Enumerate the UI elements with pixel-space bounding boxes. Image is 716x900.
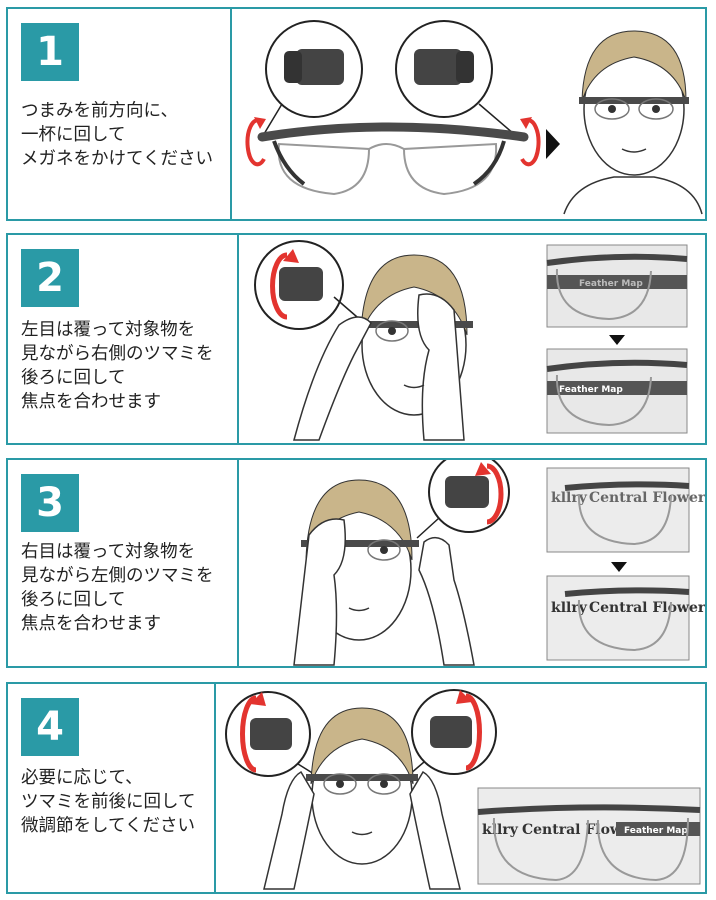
- step-1-panel: 1 つまみを前方向に、 一杯に回して メガネをかけてください: [6, 7, 707, 221]
- clear-view-image: kllry Central Flower Feather Map: [477, 787, 701, 885]
- knob-icon: [430, 716, 472, 748]
- step-4-illustration: kllry Central Flower Feather Map: [225, 689, 701, 890]
- instruction-line: メガネをかけてください: [21, 149, 213, 169]
- instruction-line: 見ながら左側のツマミを: [21, 566, 214, 586]
- newspaper-headline: Central Flower: [589, 600, 705, 616]
- instruction-line: 一杯に回して: [21, 125, 126, 145]
- step-number: 4: [21, 698, 79, 756]
- person-covering-eye-icon: [293, 479, 475, 666]
- step-number: 3: [21, 474, 79, 532]
- knob-icon: [296, 49, 344, 85]
- instruction-line: 微調節をしてください: [21, 816, 195, 836]
- next-arrow-icon: [546, 129, 560, 159]
- rotate-arrow-icon: [245, 118, 266, 167]
- person-covering-eye-icon: [293, 254, 473, 441]
- clear-view-image: kllry Central Flower: [546, 575, 705, 661]
- newspaper-headline: Central Flower: [522, 822, 639, 838]
- instruction-line: 焦点を合わせます: [21, 392, 161, 412]
- step-number: 1: [21, 23, 79, 81]
- knob-icon: [445, 476, 489, 508]
- step-instructions: つまみを前方向に、 一杯に回して メガネをかけてください: [21, 99, 213, 171]
- step-instructions: 右目は覆って対象物を 見ながら左側のツマミを 後ろに回して 焦点を合わせます: [21, 540, 214, 636]
- step-2-panel: 2 左目は覆って対象物を 見ながら右側のツマミを 後ろに回して 焦点を合わせます…: [6, 233, 707, 445]
- step-3-panel: 3 右目は覆って対象物を 見ながら左側のツマミを 後ろに回して 焦点を合わせます…: [6, 458, 707, 668]
- instruction-line: 見ながら右側のツマミを: [21, 344, 214, 364]
- panel-divider: [214, 684, 216, 892]
- step-1-illustration: [245, 20, 703, 215]
- down-arrow-icon: [609, 335, 625, 345]
- panel-divider: [230, 9, 232, 219]
- person-face-icon: [563, 30, 703, 215]
- step-3-illustration: kllry Central Flower kllry Central Flowe…: [293, 460, 705, 666]
- rotate-arrow-icon: [520, 118, 541, 167]
- instruction-line: 右目は覆って対象物を: [21, 542, 196, 562]
- instruction-line: 左目は覆って対象物を: [21, 320, 196, 340]
- rotate-arrow-icon: [270, 252, 288, 320]
- newspaper-prefix: kllry: [551, 490, 588, 506]
- newspaper-prefix: kllry: [482, 822, 519, 838]
- blurry-view-image: kllry Central Flower: [546, 467, 705, 553]
- newspaper-tag: Feather Map: [624, 826, 688, 836]
- step-instructions: 左目は覆って対象物を 見ながら右側のツマミを 後ろに回して 焦点を合わせます: [21, 318, 214, 414]
- blurry-view-image: Feather Map: [546, 244, 688, 328]
- instruction-line: 後ろに回して: [21, 368, 126, 388]
- knob-icon: [279, 267, 323, 301]
- person-adjusting-glasses-icon: [263, 707, 461, 890]
- instruction-line: ツマミを前後に回して: [21, 792, 196, 812]
- step-2-illustration: Feather Map Feather Map: [254, 240, 688, 441]
- knob-icon: [250, 718, 292, 750]
- panel-divider: [237, 235, 239, 443]
- clear-view-image: Feather Map: [546, 348, 688, 434]
- instruction-line: 後ろに回して: [21, 590, 126, 610]
- panel-divider: [237, 460, 239, 666]
- glasses-icon: [257, 122, 529, 196]
- rotate-arrow-icon: [240, 695, 257, 773]
- rotate-arrow-icon: [465, 693, 482, 771]
- newspaper-tag: Feather Map: [579, 279, 643, 289]
- instruction-line: 焦点を合わせます: [21, 614, 161, 634]
- step-instructions: 必要に応じて、 ツマミを前後に回して 微調節をしてください: [21, 766, 195, 838]
- instruction-line: 必要に応じて、: [21, 768, 143, 788]
- newspaper-tag: Feather Map: [559, 385, 623, 395]
- newspaper-headline: Central Flower: [589, 490, 705, 506]
- rotate-arrow-icon: [486, 463, 504, 525]
- down-arrow-icon: [611, 562, 627, 572]
- instruction-line: つまみを前方向に、: [21, 101, 178, 121]
- step-4-panel: 4 必要に応じて、 ツマミを前後に回して 微調節をしてください: [6, 682, 707, 894]
- knob-icon: [414, 49, 462, 85]
- step-number: 2: [21, 249, 79, 307]
- newspaper-prefix: kllry: [551, 600, 588, 616]
